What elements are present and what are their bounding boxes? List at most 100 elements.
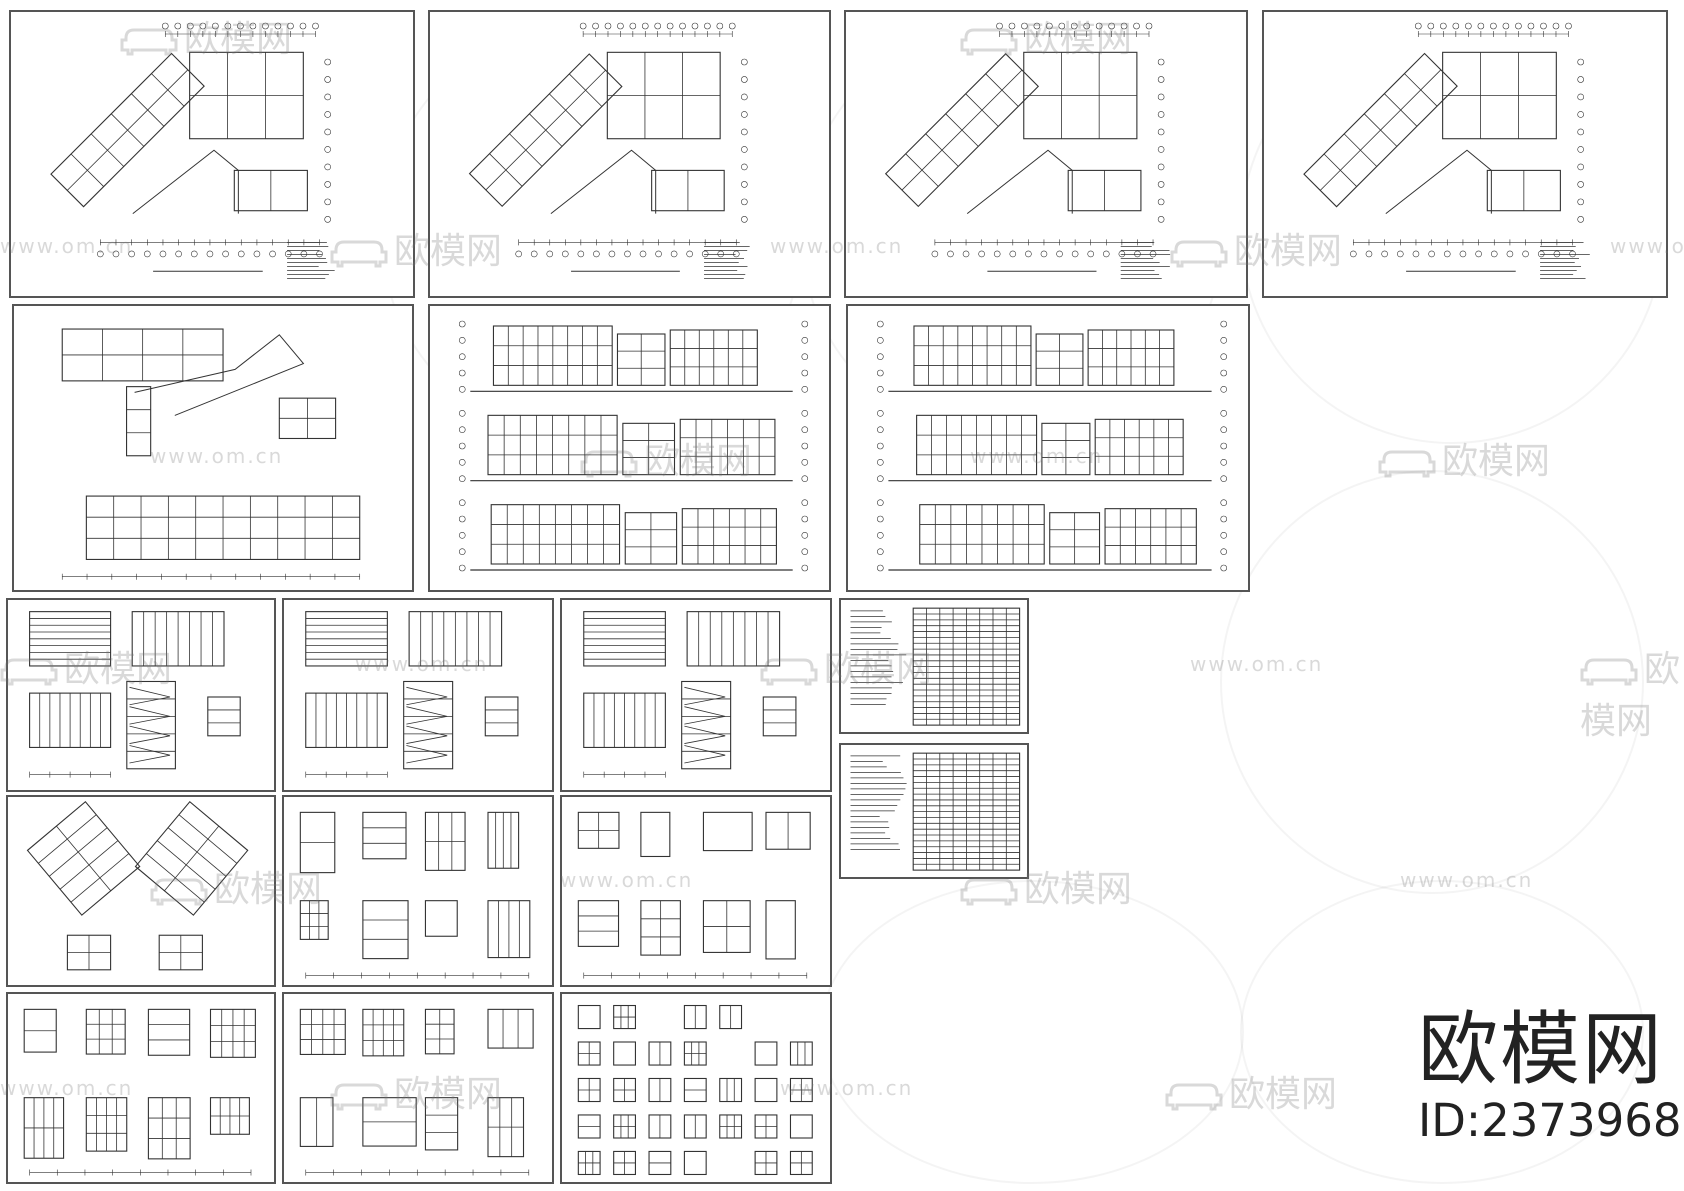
- cad-line: [947, 250, 954, 258]
- watermark-logo: 欧模网: [1165, 1065, 1337, 1117]
- cad-line: [801, 369, 809, 377]
- cad-line: [1157, 146, 1165, 153]
- cad-line: [1522, 250, 1529, 258]
- cad-line: [1157, 181, 1165, 188]
- cad-line: [1108, 22, 1115, 30]
- cad-line: [741, 128, 748, 136]
- cad-line: [801, 337, 809, 344]
- cad-line: [26, 801, 141, 916]
- cad-line: [147, 1008, 191, 1056]
- cad-line: [741, 76, 748, 83]
- cad-line: [129, 706, 171, 725]
- cad-line: [56, 825, 112, 892]
- sheet-door-window-table: [839, 598, 1029, 734]
- cad-line: [966, 149, 1073, 214]
- cad-line: [1157, 163, 1165, 171]
- cad-line: [741, 146, 748, 153]
- cad-line: [1056, 250, 1063, 258]
- sheet-floor-plan-3: [844, 10, 1248, 298]
- cad-line: [85, 1008, 126, 1055]
- cad-line: [1157, 198, 1165, 206]
- cad-line: [1134, 250, 1141, 258]
- cad-line: [654, 22, 661, 30]
- cad-line: [1577, 181, 1584, 188]
- cad-line: [299, 22, 307, 30]
- cad-line: [237, 250, 245, 258]
- cad-line: [458, 369, 466, 377]
- cad-line: [624, 250, 631, 258]
- sheet-auditorium-details: [282, 992, 554, 1184]
- cad-line: [801, 499, 809, 506]
- cad-line: [269, 250, 276, 258]
- cad-line: [212, 22, 219, 30]
- cad-line: [978, 250, 985, 258]
- cad-line: [577, 1004, 601, 1030]
- cad-line: [762, 696, 797, 737]
- sofa-icon: [1580, 658, 1638, 686]
- cad-wing: [1303, 52, 1458, 208]
- cad-line: [147, 1097, 191, 1160]
- cad-line: [1506, 250, 1514, 258]
- cad-line: [877, 499, 884, 506]
- cad-line: [577, 900, 620, 947]
- watermark-url: www.om.cn: [1190, 652, 1324, 676]
- cad-line: [134, 334, 305, 416]
- cad-line: [1220, 459, 1228, 466]
- watermark-url: www.om.cn: [1400, 868, 1534, 892]
- cad-line: [300, 250, 308, 258]
- cad-line: [458, 548, 466, 555]
- cad-line: [741, 181, 748, 188]
- cad-toilet-block: [134, 801, 249, 916]
- cad-line: [593, 250, 600, 258]
- cad-line: [754, 1077, 778, 1103]
- cad-line: [187, 22, 194, 30]
- cad-line: [1033, 22, 1041, 30]
- stair-drawing: [305, 611, 519, 778]
- cad-line: [684, 725, 726, 744]
- cad-line: [1577, 146, 1584, 153]
- cad-line: [1577, 163, 1584, 171]
- cad-line: [789, 1041, 813, 1066]
- cad-line: [406, 706, 448, 725]
- cad-line: [156, 840, 216, 890]
- cad-line: [97, 250, 104, 258]
- cad-line: [224, 22, 232, 30]
- cad-line: [1577, 111, 1584, 118]
- cad-line: [1133, 22, 1140, 30]
- cad-line: [324, 76, 331, 83]
- cad-line: [424, 1097, 459, 1151]
- cad-line: [458, 442, 466, 450]
- cad-line: [1440, 22, 1447, 30]
- cad-line: [1569, 250, 1576, 258]
- cad-line: [684, 686, 726, 706]
- cad-line: [458, 459, 466, 466]
- sheet-beam-details: [560, 795, 832, 987]
- cad-line: [1381, 250, 1388, 258]
- cad-line: [485, 69, 606, 191]
- cad-line: [877, 369, 884, 377]
- cad-line: [1220, 548, 1228, 555]
- cad-line: [1157, 93, 1165, 101]
- cad-line: [801, 442, 809, 450]
- cad-line: [1502, 22, 1510, 30]
- cad-line: [877, 320, 884, 328]
- cad-line: [1427, 22, 1435, 30]
- cad-line: [691, 22, 699, 30]
- cad-line: [1220, 515, 1228, 523]
- cad-line: [546, 250, 554, 258]
- cad-line: [284, 250, 292, 258]
- cad-line: [996, 22, 1003, 30]
- cad-line: [1475, 250, 1482, 258]
- cad-line: [458, 386, 466, 393]
- cad-line: [684, 745, 726, 764]
- sheet-elevations: [428, 304, 831, 592]
- cad-line: [253, 250, 261, 258]
- cad-line: [70, 853, 130, 903]
- sheet-window-elevations: [560, 992, 832, 1184]
- cad-line: [458, 515, 466, 523]
- cad-line: [681, 680, 732, 770]
- cad-line: [1149, 250, 1157, 258]
- cad-line: [877, 337, 884, 344]
- cad-line: [683, 1150, 707, 1176]
- cad-line: [1565, 22, 1572, 30]
